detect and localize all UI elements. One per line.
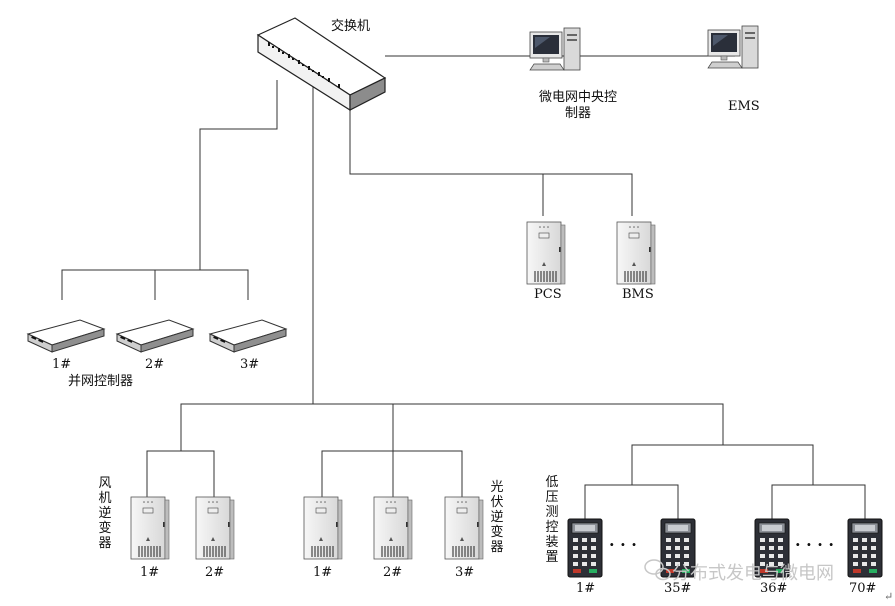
lv-ellipsis-a: · · · [609, 535, 637, 554]
lv-device-1-label: 1# [576, 581, 596, 596]
bms-cabinet [616, 221, 656, 285]
pv-inverter-2 [373, 496, 413, 560]
lv-devices-label: 低压测控装置 [545, 475, 559, 565]
grid-controller-3-label: 3# [240, 357, 260, 372]
pv-inverter-2-label: 2# [383, 565, 403, 580]
grid-controller-3 [209, 319, 287, 353]
central-controller-label: 微电网中央控 制器 [538, 90, 617, 121]
grid-controller-2-label: 2# [145, 357, 165, 372]
wind-inverter-1-label: 1# [140, 565, 160, 580]
lv-device-70 [847, 518, 883, 578]
wind-inverter-2 [195, 496, 235, 560]
lv-device-1 [567, 518, 603, 578]
grid-controllers-label: 并网控制器 [68, 374, 134, 389]
wind-inverter-1 [130, 496, 170, 560]
grid-controller-2 [116, 319, 194, 353]
pv-inverter-3 [444, 496, 484, 560]
lv-device-36-label: 36# [760, 581, 788, 596]
lv-device-70-label: 70# [849, 581, 877, 596]
pv-inverter-3-label: 3# [455, 565, 475, 580]
pv-inverter-1 [303, 496, 343, 560]
switch-device [256, 17, 387, 112]
switch-label: 交换机 [331, 19, 371, 34]
watermark-wechat-icon [644, 559, 671, 581]
lv-device-35-label: 35# [664, 581, 692, 596]
wind-inverter-2-label: 2# [205, 565, 225, 580]
ems-computer [707, 25, 759, 69]
watermark-text: 分布式发电与微电网 [672, 563, 834, 584]
grid-controller-1 [27, 319, 105, 353]
pcs-label: PCS [534, 287, 562, 302]
paragraph-mark: ↵ [884, 590, 894, 603]
pv-inverter-1-label: 1# [313, 565, 333, 580]
central-controller-computer [529, 27, 581, 71]
pv-inverters-label: 光伏逆变器 [490, 480, 504, 555]
connection-lines [61, 55, 866, 521]
bms-label: BMS [622, 287, 654, 302]
pcs-cabinet [526, 221, 566, 285]
grid-controller-1-label: 1# [52, 357, 72, 372]
wind-inverters-label: 风机逆变器 [98, 476, 112, 551]
lv-ellipsis-b: · · · · [795, 535, 834, 554]
ems-label: EMS [728, 99, 760, 114]
